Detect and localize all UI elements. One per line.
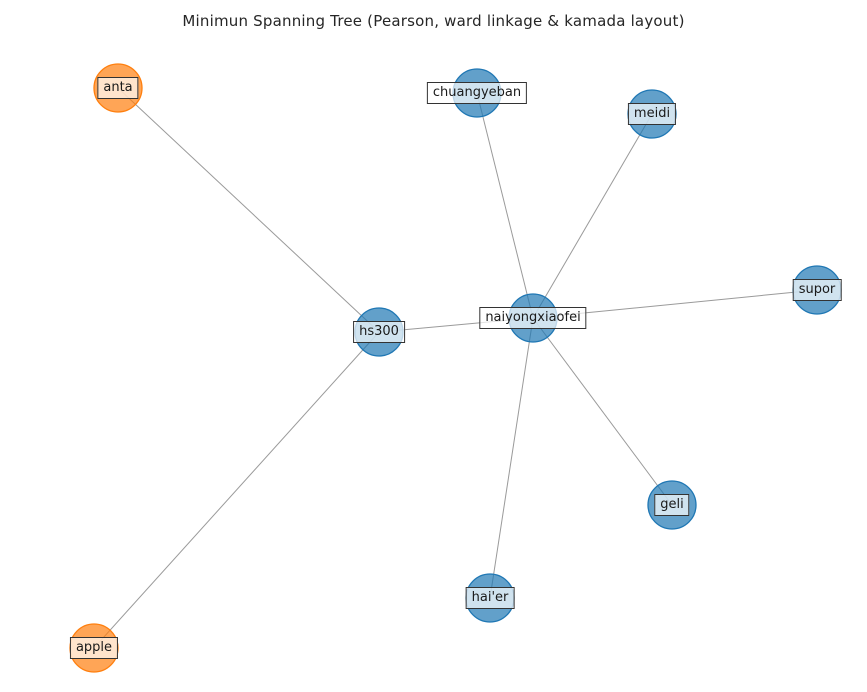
graph-edge-naiyongxiaofei-meidi bbox=[532, 113, 653, 319]
node-label-geli: geli bbox=[654, 494, 690, 516]
node-label-hai'er: hai'er bbox=[465, 587, 515, 609]
node-label-apple: apple bbox=[69, 637, 119, 659]
node-label-chuangyeban: chuangyeban bbox=[426, 82, 528, 104]
graph-edge-naiyongxiaofei-geli bbox=[532, 317, 673, 506]
chart-title: Minimun Spanning Tree (Pearson, ward lin… bbox=[182, 12, 685, 30]
node-label-supor: supor bbox=[792, 279, 842, 301]
node-label-meidi: meidi bbox=[627, 103, 677, 125]
node-label-hs300: hs300 bbox=[353, 321, 405, 343]
graph-edge-naiyongxiaofei-hai'er bbox=[489, 317, 534, 599]
node-label-anta: anta bbox=[97, 77, 139, 99]
graph-edge-apple-hs300 bbox=[93, 331, 380, 649]
node-label-naiyongxiaofei: naiyongxiaofei bbox=[479, 307, 587, 329]
graph-edge-naiyongxiaofei-chuangyeban bbox=[476, 92, 534, 319]
graph-edge-anta-hs300 bbox=[117, 87, 380, 333]
